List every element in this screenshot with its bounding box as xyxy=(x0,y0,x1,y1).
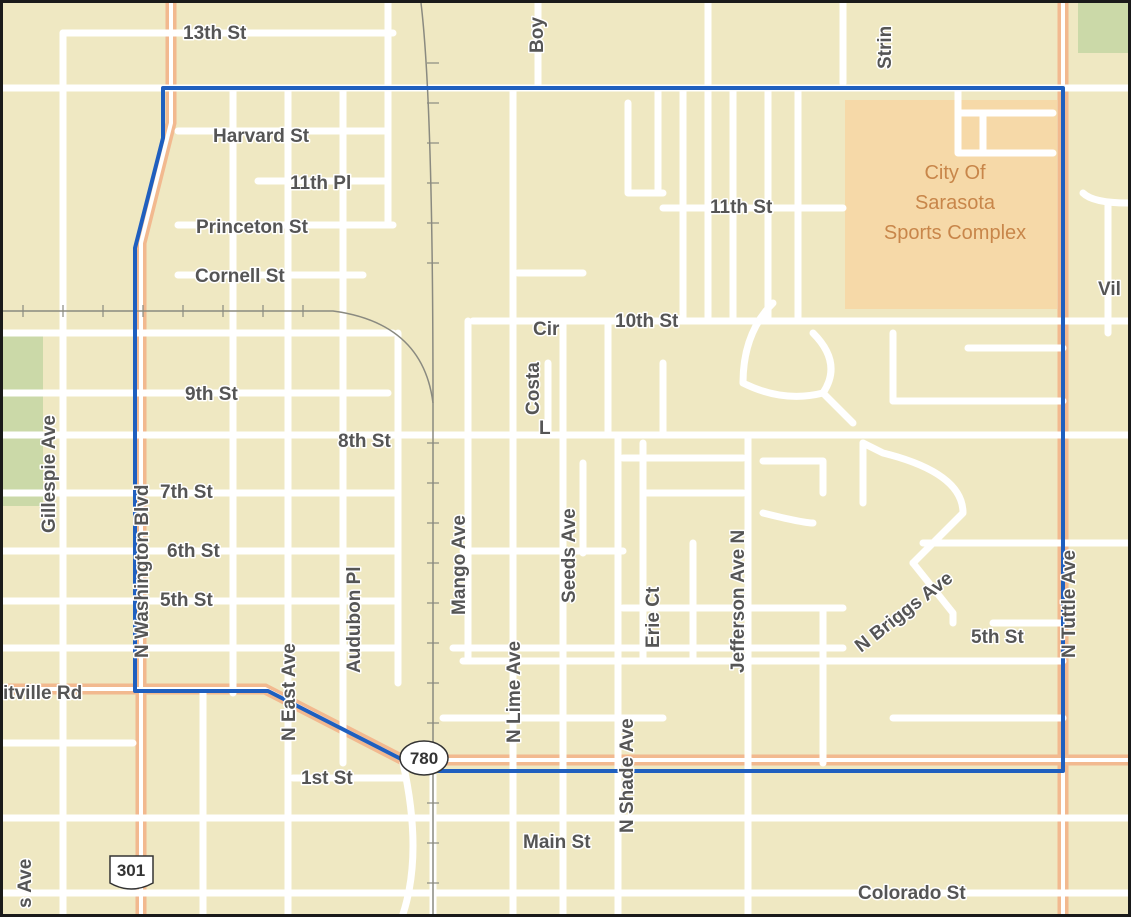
label-jefferson-ave-n: Jefferson Ave N xyxy=(728,530,749,673)
label-9th-st: 9th St xyxy=(185,384,238,405)
svg-text:Sports Complex: Sports Complex xyxy=(884,222,1026,244)
label-n-tuttle-ave: N Tuttle Ave xyxy=(1059,550,1080,658)
label-n-east-ave: N East Ave xyxy=(279,643,300,741)
label-princeton-st: Princeton St xyxy=(196,217,309,238)
label-13th-st: 13th St xyxy=(183,23,247,44)
label-11th-pl: 11th Pl xyxy=(290,173,351,194)
map-canvas[interactable]: 780 301 13th St Boy Strin Harvard St 11t… xyxy=(3,3,1128,914)
label-colorado-st: Colorado St xyxy=(858,883,966,904)
label-10th-st: 10th St xyxy=(615,311,679,332)
railroad xyxy=(3,3,439,914)
park-area-west xyxy=(3,336,43,506)
svg-text:301: 301 xyxy=(117,861,145,880)
label-main-st: Main St xyxy=(523,832,591,853)
label-l: L xyxy=(539,418,551,439)
label-8th-st: 8th St xyxy=(338,431,391,452)
label-7th-st: 7th St xyxy=(160,482,213,503)
label-n-shade-ave: N Shade Ave xyxy=(617,718,638,833)
label-vil: Vil xyxy=(1098,279,1121,300)
street-labels: 13th St Boy Strin Harvard St 11th Pl Pri… xyxy=(3,15,1122,909)
sports-complex-label: City Of Sarasota Sports Complex xyxy=(883,161,1027,245)
label-seeds-ave: Seeds Ave xyxy=(559,508,580,603)
label-s-ave: s Ave xyxy=(15,859,36,908)
label-5th-st-east: 5th St xyxy=(971,627,1024,648)
label-mango-ave: Mango Ave xyxy=(449,515,470,615)
us-301-shield: 301 xyxy=(109,855,154,890)
label-erie-ct: Erie Ct xyxy=(643,586,664,648)
label-6th-st: 6th St xyxy=(167,541,220,562)
label-cornell-st: Cornell St xyxy=(195,266,285,287)
label-gillespie-ave: Gillespie Ave xyxy=(39,415,60,533)
label-cir: Cir xyxy=(533,319,560,340)
label-n-washington-blvd: N Washington Blvd xyxy=(132,485,153,658)
label-5th-st-west: 5th St xyxy=(160,590,213,611)
label-n-lime-ave: N Lime Ave xyxy=(504,641,525,743)
label-strin: Strin xyxy=(875,26,896,69)
svg-text:780: 780 xyxy=(410,749,438,768)
study-area-boundary[interactable] xyxy=(133,86,1065,773)
label-11th-st: 11th St xyxy=(710,197,773,218)
sports-complex-area xyxy=(845,100,1057,309)
label-boy: Boy xyxy=(527,17,548,53)
svg-text:Sarasota: Sarasota xyxy=(915,192,996,214)
label-fruitville-rd: itville Rd xyxy=(3,683,82,704)
route-780-shield: 780 xyxy=(399,740,449,776)
label-harvard-st: Harvard St xyxy=(213,126,310,147)
label-costa: Costa xyxy=(523,362,544,415)
svg-text:City Of: City Of xyxy=(924,162,986,184)
park-area-northeast xyxy=(1078,3,1128,53)
label-1st-st: 1st St xyxy=(301,768,353,789)
label-audubon-pl: Audubon Pl xyxy=(344,566,365,673)
